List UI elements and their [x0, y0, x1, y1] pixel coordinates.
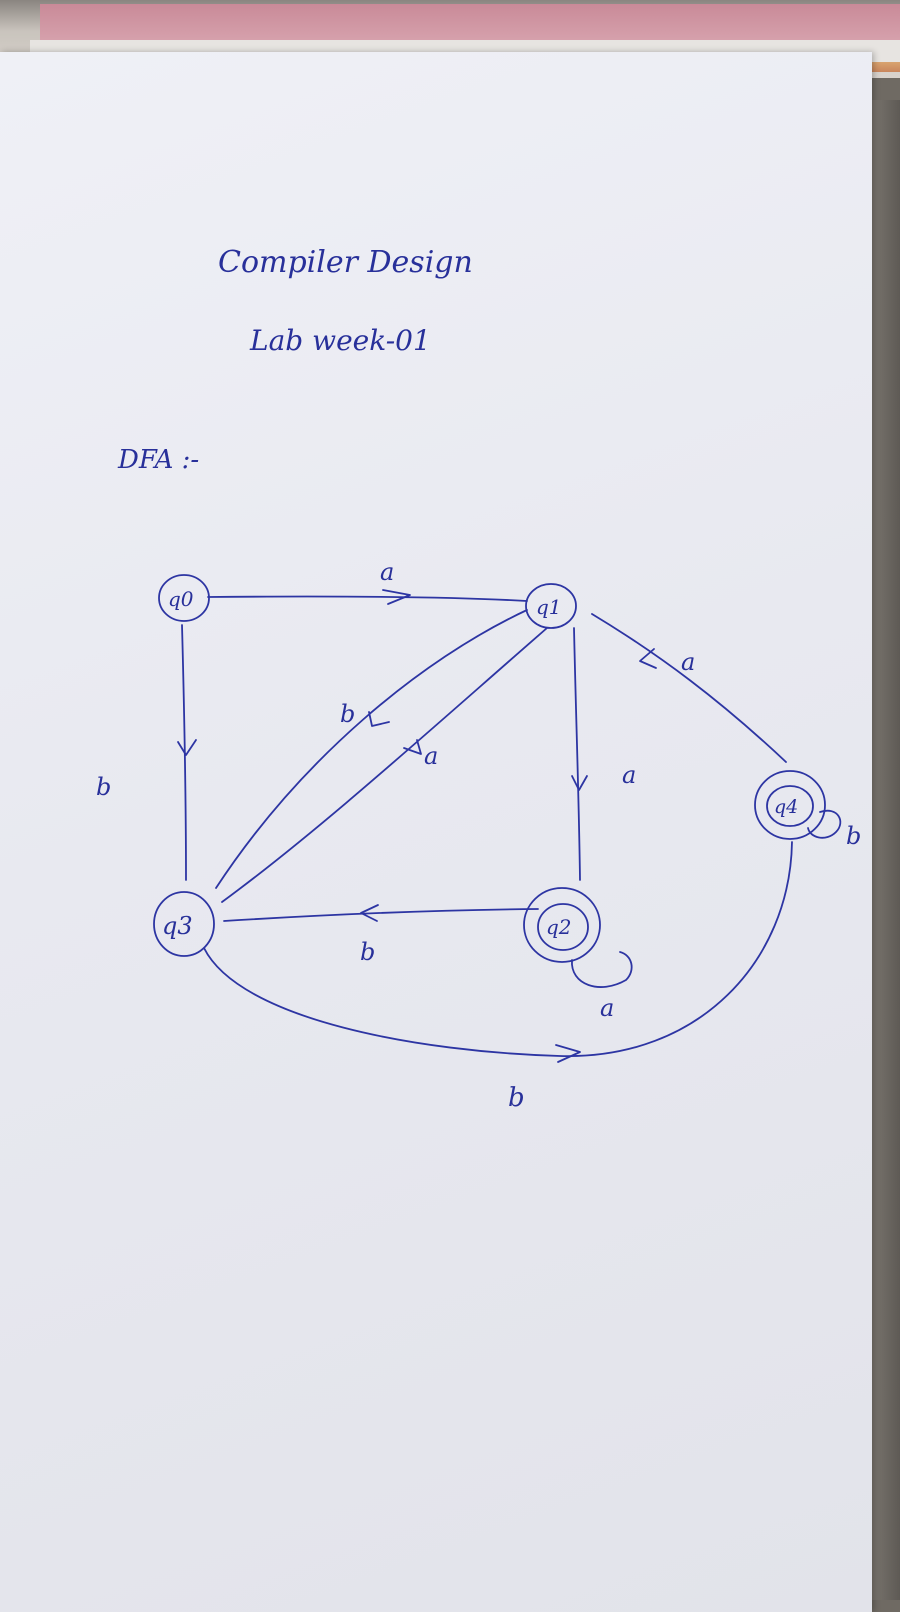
section-label: DFA :- — [117, 445, 199, 475]
edge-q3-q1: a — [221, 627, 548, 903]
edge-label-q3-q4: b — [508, 1083, 525, 1113]
edge-label-q2-q3: b — [360, 938, 375, 966]
edge-label-q0-q1: a — [380, 558, 394, 586]
edge-q0-q3: b — [96, 624, 197, 881]
state-label-q2: q2 — [546, 915, 572, 939]
page-title: Compiler Design — [218, 245, 473, 280]
paper-sheet — [0, 52, 872, 1612]
edge-label-q1-q2: a — [622, 761, 636, 789]
state-q1: q1 — [525, 583, 577, 629]
edge-label-q0-q3: b — [96, 773, 111, 801]
state-q2: q2 — [523, 887, 601, 963]
edge-label-q3-q1: a — [424, 742, 438, 770]
state-label-q1: q1 — [536, 595, 562, 619]
edge-label-q2-q2: a — [600, 994, 614, 1022]
edge-label-q1-q3: b — [340, 700, 355, 728]
edge-q4-q1: a — [591, 613, 787, 763]
state-q0: q0 — [158, 574, 210, 622]
edge-q0-q1: a — [207, 558, 528, 605]
edge-q4-q4-loop: b — [807, 809, 861, 850]
state-label-q3: q3 — [162, 912, 193, 940]
edge-q2-q3: b — [223, 904, 539, 966]
edge-q1-q3: b — [215, 609, 528, 889]
state-q4: q4 — [754, 770, 826, 840]
state-q3: q3 — [153, 891, 215, 957]
edge-q3-q4: b — [203, 841, 793, 1113]
state-label-q0: q0 — [168, 587, 194, 611]
state-label-q4: q4 — [774, 796, 798, 818]
underlying-pink-page — [40, 4, 900, 44]
edge-q1-q2: a — [571, 627, 636, 881]
page-subtitle: Lab week-01 — [249, 324, 431, 357]
edge-q2-q2-loop: a — [571, 951, 633, 1022]
edge-label-q4-q4: b — [846, 822, 861, 850]
edge-label-q4-q1: a — [681, 648, 695, 676]
